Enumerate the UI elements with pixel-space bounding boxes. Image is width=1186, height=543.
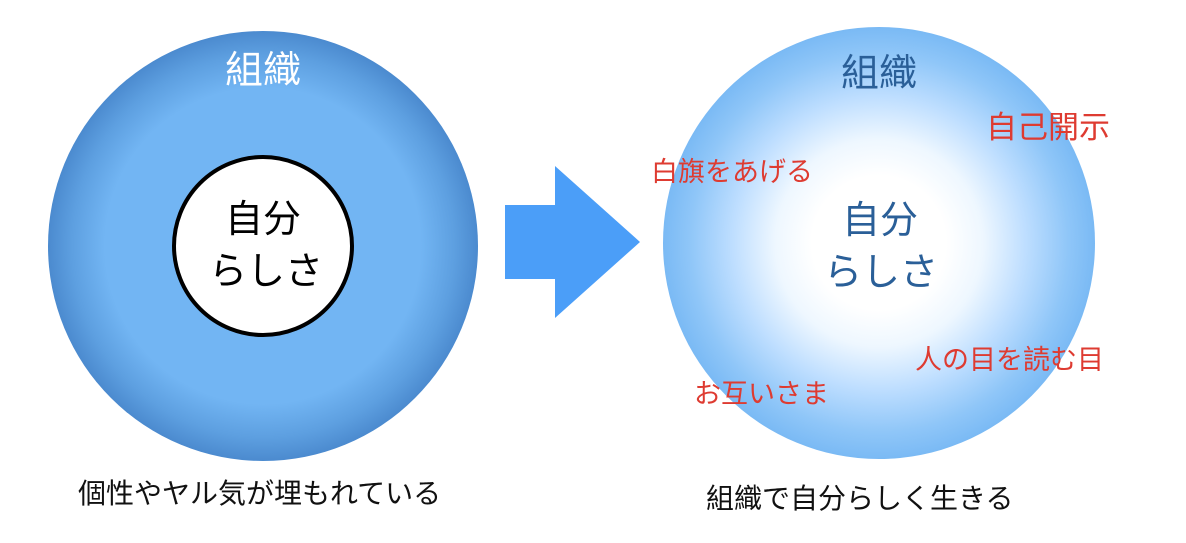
right-arrow-icon xyxy=(505,166,640,318)
left-organization-label: 組織 xyxy=(224,48,301,92)
right-organization-label: 組織 xyxy=(840,51,917,95)
left-self-label-line1: 自分 xyxy=(224,197,301,241)
annotation-mutual-help: お互いさま xyxy=(694,379,829,410)
right-self-label-line1: 自分 xyxy=(841,198,918,242)
annotation-reading-eyes: 人の目を読む目 xyxy=(915,345,1104,376)
left-self-circle xyxy=(172,155,354,337)
right-caption: 組織で自分らしく生きる xyxy=(706,482,1014,515)
left-self-label-line2: らしさ xyxy=(209,249,324,293)
right-self-label-line2: らしさ xyxy=(824,250,939,294)
annotation-self-disclosure: 自己開示 xyxy=(986,110,1110,146)
right-organization-circle xyxy=(663,27,1095,459)
left-caption: 個性やヤル気が埋もれている xyxy=(78,477,442,510)
annotation-white-flag: 白旗をあげる xyxy=(651,157,813,188)
